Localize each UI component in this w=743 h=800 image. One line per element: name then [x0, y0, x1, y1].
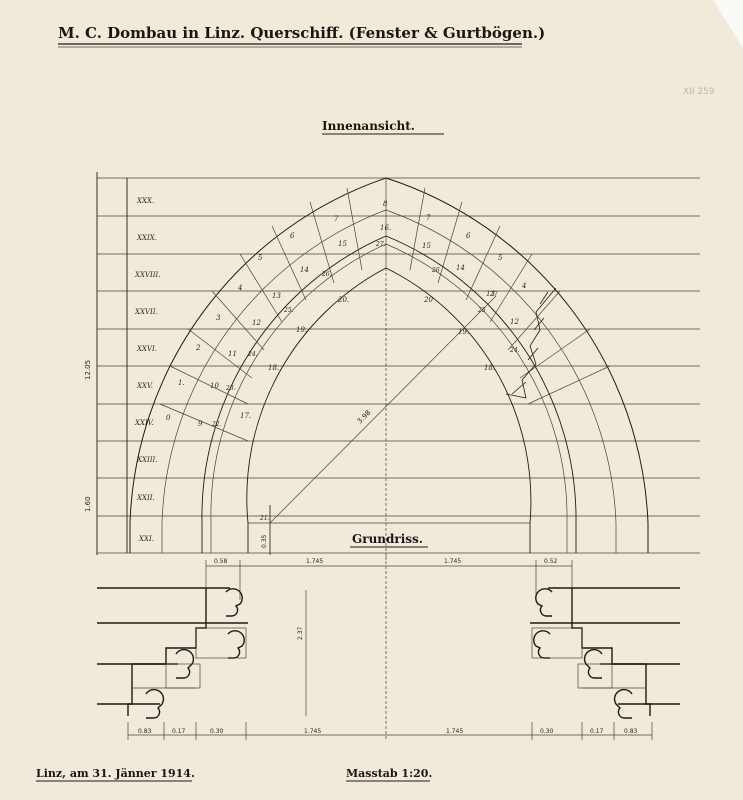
voussoir-number: 8: [383, 200, 388, 208]
intrados-number: 18.: [268, 364, 279, 372]
voussoir-number: 2: [195, 344, 201, 352]
archive-mark: XII 259: [683, 87, 715, 97]
soffit-number: 24.: [247, 351, 258, 358]
plan-bottom-dim: 0.83: [624, 728, 638, 735]
plan-right-jamb: [530, 587, 680, 719]
drawing-title: M. C. Dombau in Linz. Querschiff. (Fenst…: [58, 24, 545, 42]
voussoir-number: 7: [426, 214, 431, 222]
interior-view-heading: Innenansicht.: [322, 119, 415, 133]
soffit-number: 26.: [321, 271, 332, 278]
ring-number: 14: [300, 266, 309, 274]
soffit-number: 26: [431, 267, 440, 274]
plan-dim: 0.52: [544, 558, 558, 565]
plan-dim: 1.745: [306, 558, 323, 565]
course-label: XXII.: [136, 494, 155, 502]
course-label: XXIII.: [136, 456, 158, 464]
course-label: XXVIII.: [134, 271, 161, 279]
offset-dim: 0.35: [261, 534, 268, 548]
course-lines: [97, 177, 700, 554]
soffit-number: 21.: [259, 515, 270, 522]
plan-bottom-dim: 1.745: [304, 728, 321, 735]
scale-note: Masstab 1:20.: [346, 767, 432, 780]
voussoir-number: 5: [498, 254, 503, 262]
ring-number: 15: [338, 240, 347, 248]
plan-bottom-dimensions: [127, 722, 653, 740]
radius-line: [269, 295, 497, 524]
plan-bottom-dim: 0.17: [172, 728, 186, 735]
ring-number: 12: [510, 318, 519, 326]
course-label: XXX.: [136, 197, 154, 205]
course-label: XXIX.: [136, 234, 157, 242]
plan-left-jamb: [97, 587, 248, 719]
voussoir-number: 4: [237, 284, 242, 292]
ring-number: 16.: [380, 224, 391, 232]
plan-bottom-dim: 1.745: [446, 728, 463, 735]
plan-left-thin: [132, 627, 247, 689]
voussoir-joints: [159, 178, 611, 442]
hatch-detail: [505, 287, 557, 399]
place-date: Linz, am 31. Jänner 1914.: [36, 767, 195, 780]
soffit-number: 25.: [283, 307, 294, 314]
course-label: XXV.: [136, 382, 153, 390]
left-dimension-lines: [96, 172, 271, 555]
soffit-number: 23.: [225, 385, 236, 392]
intrados-number: 19.: [296, 326, 307, 334]
ring-number: 11: [228, 350, 237, 358]
voussoir-numbers: 8 7 6 5 4 3 2 1. 0 7 6 5 4 16. 15 14 13 …: [166, 200, 526, 522]
plan-dim: 1.745: [444, 558, 461, 565]
intrados-number: 17.: [240, 412, 251, 420]
intrados-number: 20.: [337, 296, 349, 304]
lower-height-dim: 1.60: [84, 496, 92, 512]
plan-bottom-dim: 0.83: [138, 728, 152, 735]
voussoir-number: 3: [216, 314, 221, 322]
ring-number: 10: [210, 382, 219, 390]
plan-dim: 0.58: [214, 558, 228, 565]
voussoir-number: 0: [166, 414, 171, 422]
ring-number: 14: [456, 264, 465, 272]
plan-right-thin: [531, 627, 646, 689]
soffit-number: 24.: [509, 347, 520, 354]
ring-number: 13: [486, 290, 495, 298]
voussoir-number: 1.: [178, 379, 185, 387]
voussoir-number: 4: [521, 282, 526, 290]
ring-number: 15: [422, 242, 431, 250]
ring-number: 12: [252, 319, 261, 327]
ring-number: 13: [272, 292, 281, 300]
plan-bottom-dim: 0.30: [540, 728, 554, 735]
course-label: XXI.: [138, 535, 154, 543]
voussoir-number: 7: [334, 215, 339, 223]
soffit-number: 25: [477, 307, 486, 314]
voussoir-number: 6: [466, 232, 471, 240]
plan-bottom-dim: 0.17: [590, 728, 604, 735]
soffit-number: 27.: [375, 241, 386, 248]
intrados-number: 20: [423, 296, 433, 304]
plan-depth-dim: 2.37: [297, 626, 304, 640]
plan-heading: Grundriss.: [352, 532, 423, 546]
ring-number: 9: [198, 420, 203, 428]
course-labels: XXX. XXIX. XXVIII. XXVII. XXVI. XXV. XXI…: [134, 197, 161, 543]
soffit-number: 27: [489, 291, 498, 298]
course-label: XXVII.: [134, 308, 158, 316]
intrados-number: 19.: [458, 328, 469, 336]
soffit-number: 22.: [211, 421, 222, 428]
course-label: XXVI.: [136, 345, 157, 353]
total-height-dim: 12.05: [84, 360, 92, 380]
voussoir-number: 5: [258, 254, 263, 262]
intrados-number: 18.: [484, 364, 495, 372]
plan-bottom-dim: 0.30: [210, 728, 224, 735]
pointed-arch: [129, 177, 649, 553]
voussoir-number: 6: [290, 232, 295, 240]
course-label: XXIV.: [134, 419, 154, 427]
plan-top-dimensions: [205, 556, 573, 740]
